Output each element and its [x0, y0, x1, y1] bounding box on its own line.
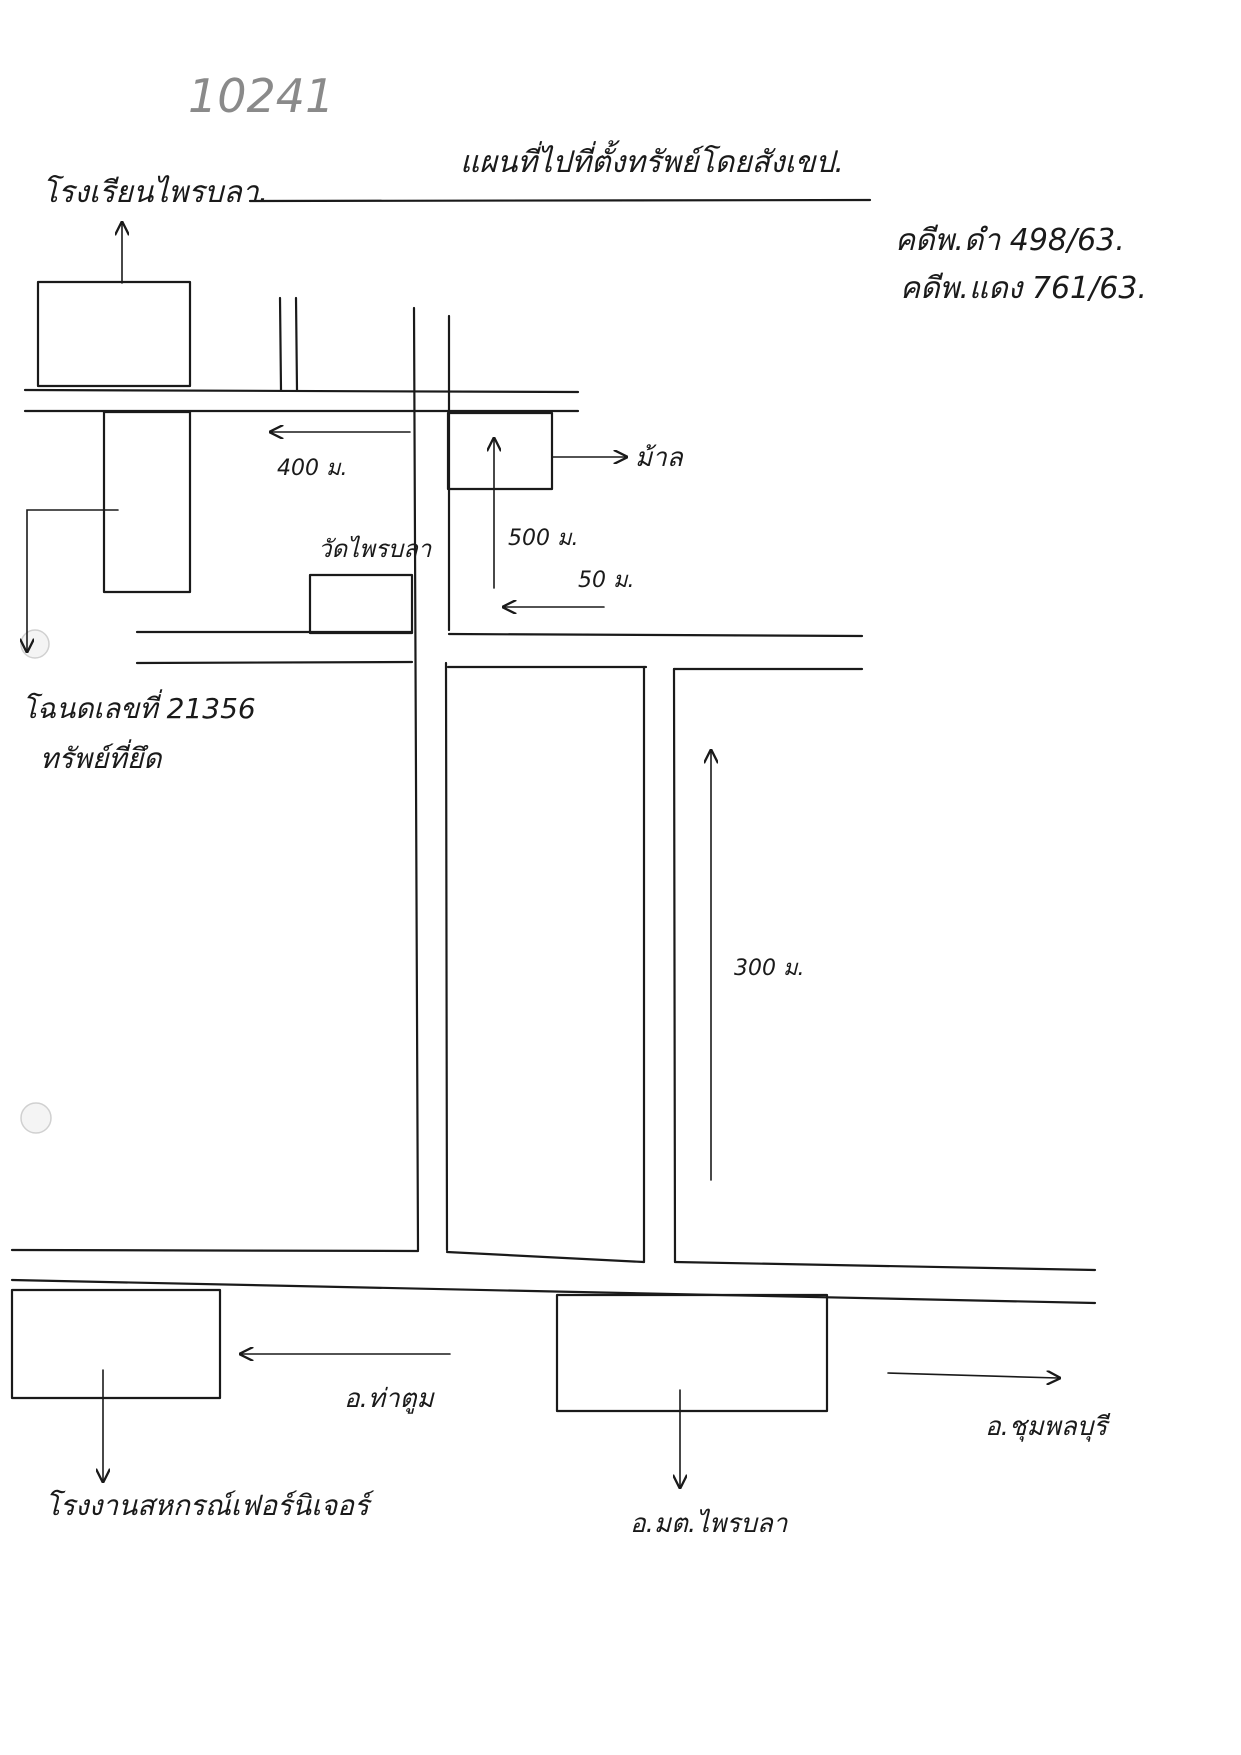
bottom-road-bottom-edge — [10, 1278, 1097, 1305]
lane-left-edge — [278, 296, 283, 392]
district-office-block — [555, 1293, 829, 1413]
map-title: แผนที่ไปที่ตั้งทรัพย์โดยสังเขป. — [460, 140, 844, 180]
school-label: โรงเรียนไพรบลา. — [42, 174, 268, 210]
lane-right-edge — [294, 296, 299, 392]
district-chumphon-buri-label: อ.ชุมพลบุรี — [985, 1412, 1111, 1442]
middle-road-bottom-edge-left — [135, 660, 414, 665]
top-reference-line — [248, 198, 872, 203]
seized-asset-label: ทรัพย์ที่ยึด — [40, 739, 163, 775]
right-road-right-edge — [672, 667, 677, 1264]
bottom-road-top-edge-c — [673, 1260, 1097, 1272]
red-case-number: คดีพ.แดง 761/63. — [900, 271, 1147, 306]
upper-road-top-edge — [23, 388, 580, 394]
distance-500m: 500 ม. — [508, 526, 578, 551]
punch-hole-top — [20, 629, 50, 659]
school-block — [36, 280, 192, 388]
middle-road-top-edge-right — [447, 632, 864, 638]
document-number: 10241 — [188, 69, 334, 123]
seized-property-pointer — [27, 509, 119, 650]
arrow-chumphon-buri — [887, 1373, 1058, 1378]
temple-label: วัดไพรบลา — [318, 535, 433, 563]
factory-label: โรงงานสหกรณ์เฟอร์นิเจอร์ — [45, 1489, 375, 1522]
center-road-right-edge-lower — [444, 661, 449, 1252]
punch-hole-bottom — [20, 1102, 52, 1134]
center-road-left-edge — [412, 306, 420, 1252]
market-label: ม้าล — [635, 443, 684, 473]
black-case-number: คดีพ.ดำ 498/63. — [895, 223, 1125, 258]
title-deed-label: โฉนดเลขที่ 21356 — [22, 689, 256, 725]
district-tha-tum-label: อ.ท่าตูม — [344, 1384, 436, 1414]
seized-property-block — [102, 410, 192, 594]
district-center-label: อ.มต.ไพรบลา — [630, 1508, 789, 1539]
distance-50m: 50 ม. — [578, 568, 634, 593]
market-block — [446, 411, 554, 491]
distance-400m: 400 ม. — [277, 456, 347, 481]
distance-300m: 300 ม. — [734, 956, 804, 981]
factory-block — [10, 1288, 222, 1400]
temple-block — [308, 573, 414, 635]
bottom-road-top-edge-a — [10, 1248, 420, 1253]
bottom-road-top-edge-b — [445, 1250, 646, 1264]
